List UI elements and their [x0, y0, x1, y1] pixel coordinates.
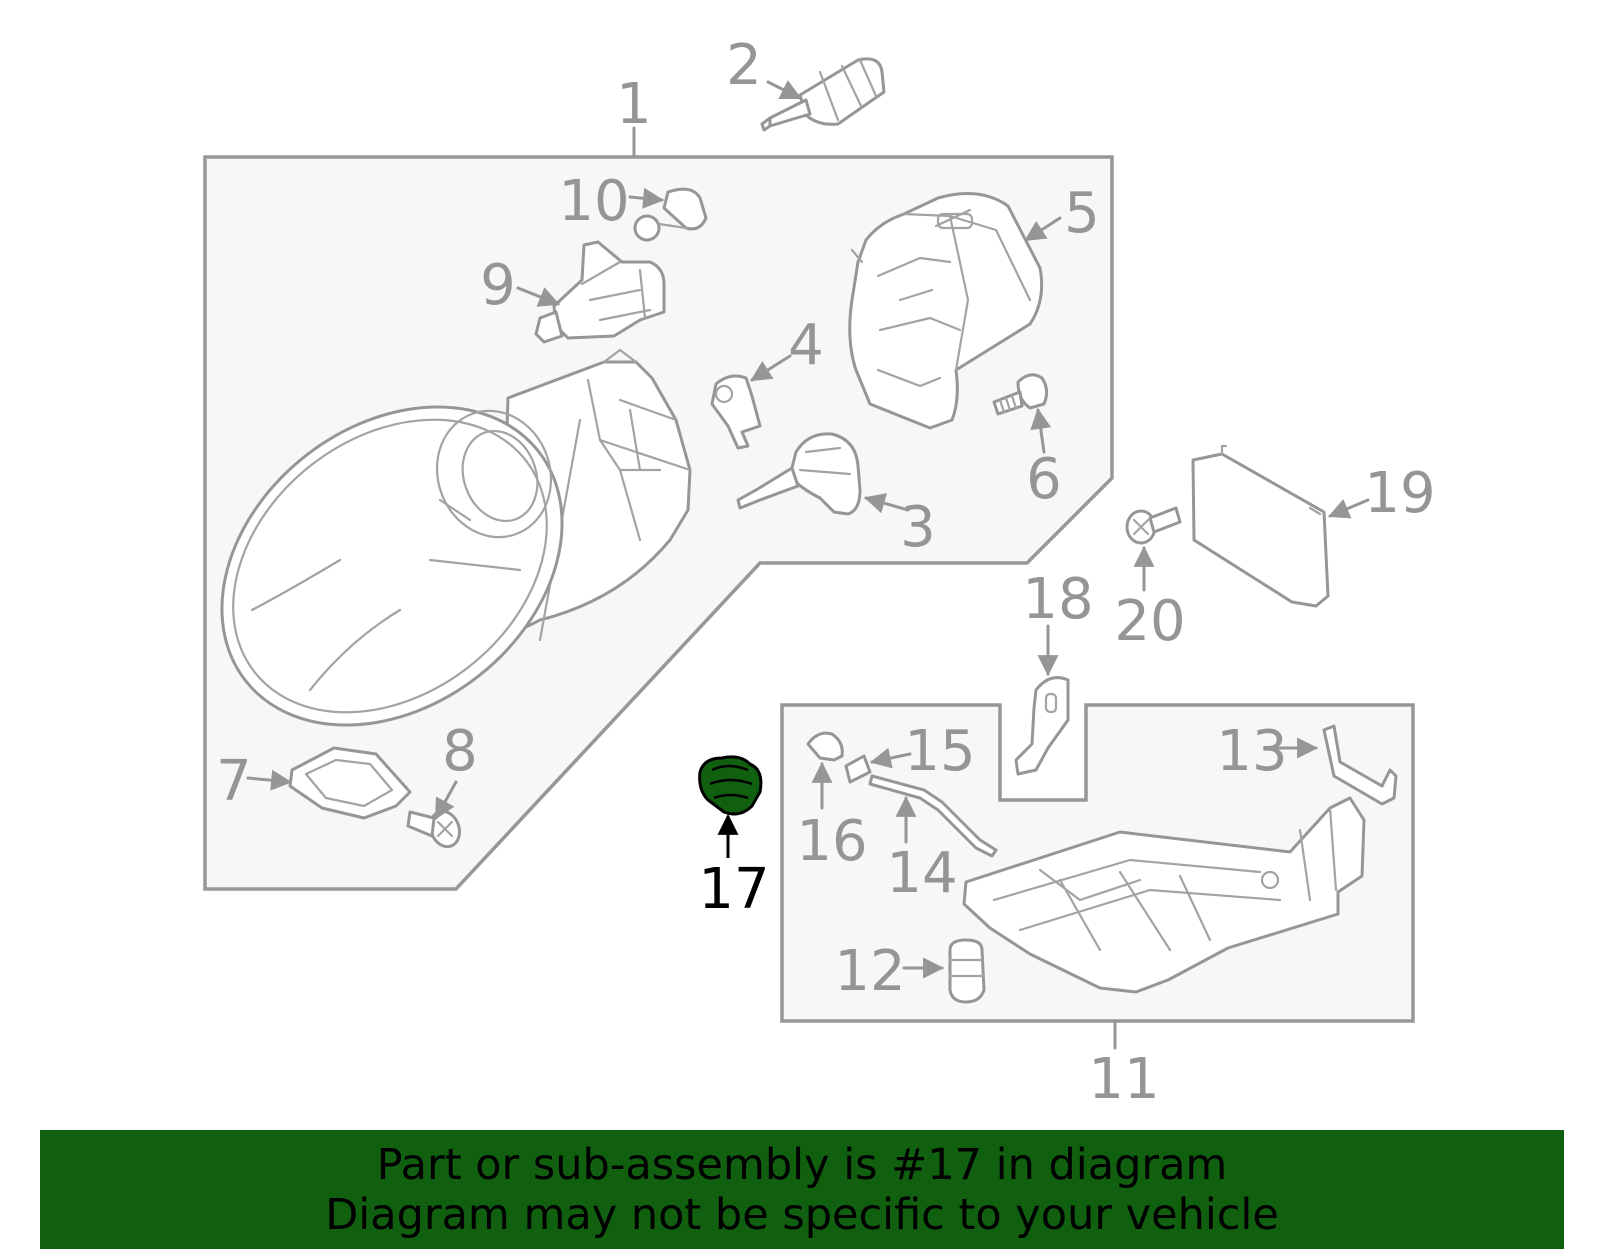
- screw-part-20: [1125, 506, 1182, 545]
- callout-16: 16: [796, 809, 867, 874]
- callout-5: 5: [1064, 181, 1100, 246]
- callout-18: 18: [1022, 567, 1093, 632]
- callout-20: 20: [1114, 589, 1185, 654]
- callout-11: 11: [1088, 1047, 1159, 1112]
- screw-part-8: [406, 809, 462, 849]
- leveling-plate-part-11: [962, 796, 1366, 994]
- bulb-part-2: [760, 57, 886, 132]
- bulb-part-3: [736, 432, 862, 516]
- control-module-part-19: [1191, 444, 1330, 608]
- callout-14: 14: [886, 841, 957, 906]
- rod-part-14: [868, 774, 998, 858]
- bracket-part-13: [1322, 724, 1398, 806]
- cap-part-16: [806, 731, 844, 762]
- banner-line-disclaimer: Diagram may not be specific to your vehi…: [325, 1189, 1279, 1240]
- bulb-part-10: [633, 187, 708, 242]
- callout-12: 12: [834, 939, 905, 1004]
- bulb-socket-part-9: [534, 240, 666, 344]
- callout-10: 10: [558, 169, 629, 234]
- screw-part-6: [992, 373, 1049, 416]
- info-banner: Part or sub-assembly is #17 in diagram D…: [40, 1130, 1564, 1249]
- bracket-part-18: [1014, 676, 1070, 776]
- callout-17-highlighted: 17: [698, 857, 769, 922]
- callout-8: 8: [442, 719, 478, 784]
- callout-13: 13: [1216, 719, 1287, 784]
- banner-line-part-number: Part or sub-assembly is #17 in diagram: [376, 1139, 1228, 1190]
- back-cover-part-5: [848, 192, 1044, 430]
- grommet-part-17-highlighted: [698, 755, 763, 816]
- callout-1: 1: [616, 72, 652, 137]
- callout-4: 4: [788, 313, 824, 378]
- callout-19: 19: [1364, 461, 1435, 526]
- callout-2: 2: [726, 33, 762, 98]
- callout-9: 9: [480, 253, 516, 318]
- leader-arrows: [246, 80, 1370, 979]
- seal-part-7: [288, 746, 412, 820]
- headlamp-housing-part-1: [220, 348, 692, 727]
- callout-7: 7: [216, 749, 252, 814]
- callout-6: 6: [1026, 447, 1062, 512]
- bushing-part-12: [948, 938, 986, 1004]
- callout-3: 3: [900, 495, 936, 560]
- clip-part-15: [844, 754, 872, 784]
- clip-part-4: [710, 374, 762, 450]
- callout-15: 15: [904, 719, 975, 784]
